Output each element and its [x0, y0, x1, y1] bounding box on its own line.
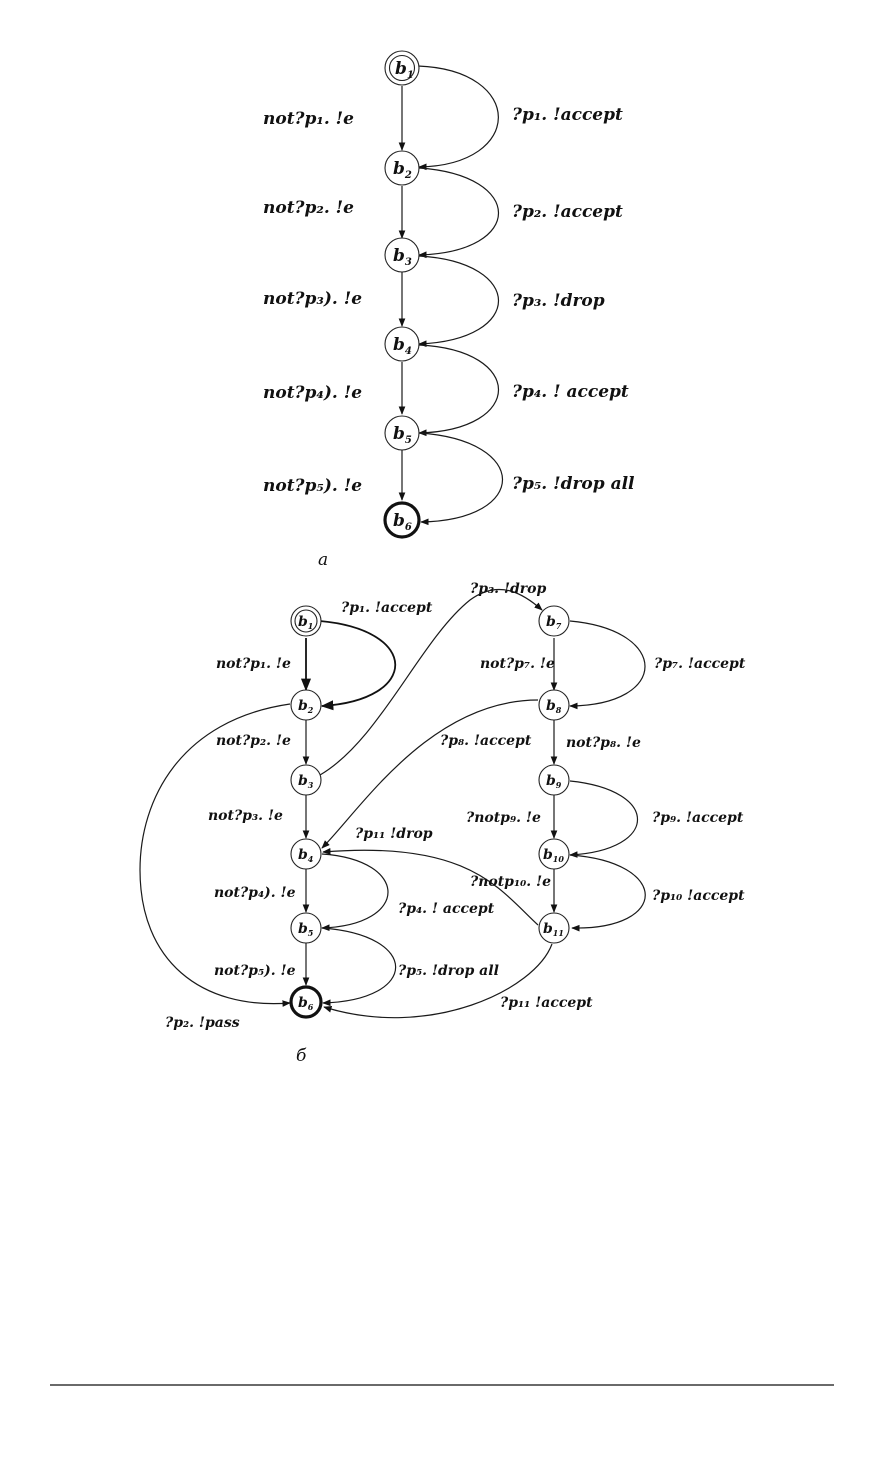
- edge-label-a-7: ?p₂. !accept: [512, 202, 623, 222]
- edge-b-b7-b8-loop: [569, 620, 646, 710]
- node-a-b2: b2: [384, 150, 420, 186]
- edge-label-a-8: ?p₃. !drop: [512, 291, 605, 311]
- edge-b-b11-b6: [323, 943, 553, 1019]
- node-a-b4: b4: [384, 326, 420, 362]
- edge-a-b5-b6-curve: [418, 432, 504, 526]
- edge-label-a-9: ?p₄. ! accept: [512, 382, 629, 402]
- node-b-b9-label: b9: [546, 773, 562, 790]
- node-b-b7: b7: [538, 605, 570, 637]
- node-b-b5: b5: [290, 912, 322, 944]
- edge-label-b-b9-b10: ?notp₉. !e: [466, 810, 541, 826]
- edge-label-b-b7-b8-loop: ?p₇. !accept: [654, 656, 746, 672]
- edge-b-b3-b7: [319, 589, 543, 776]
- diagram-b: b1 b2 b3 b4 b5 b6 b7 b8: [139, 581, 746, 1066]
- node-b-b7-label: b7: [546, 614, 562, 631]
- edge-a-b3-b4-curve: [418, 255, 500, 348]
- node-b-b9: b9: [538, 764, 570, 796]
- edge-label-b-b1-b2: not?p₁. !e: [216, 656, 291, 672]
- edge-b-b4-b5-loop: [321, 853, 389, 932]
- node-a-b6: b6: [383, 501, 421, 539]
- node-a-b6-label: b6: [393, 511, 412, 533]
- edge-a-b4-b5-curve: [418, 344, 500, 437]
- node-b-b1-label: b1: [298, 614, 313, 631]
- node-a-b1-label: b1: [395, 59, 414, 81]
- node-b-b5-label: b5: [298, 921, 314, 938]
- edge-label-b-b8-b9: not?p₈. !e: [566, 735, 641, 751]
- node-b-b2: b2: [290, 689, 322, 721]
- edge-label-b-b11-b4: ?p₁₁ !drop: [355, 826, 433, 842]
- edge-label-b-b2-b3: not?p₂. !e: [216, 733, 291, 749]
- node-a-b3: b3: [384, 237, 420, 273]
- edge-label-a-3: not?p₃). !e: [263, 289, 362, 309]
- node-b-b4: b4: [290, 838, 322, 870]
- node-b-b2-label: b2: [298, 698, 314, 715]
- edge-b-b2-b6: [139, 703, 291, 1007]
- edge-label-b-b11-b6: ?p₁₁ !accept: [500, 995, 593, 1011]
- node-a-b5: b5: [384, 415, 420, 451]
- caption-b: б: [296, 1046, 307, 1066]
- edge-label-a-10: ?p₅. !drop all: [512, 474, 635, 494]
- edge-b-b8-b4: [321, 699, 539, 849]
- edge-b-b1-b2-loop: [319, 620, 396, 711]
- edge-label-b-b9-b10-loop: ?p₉. !accept: [652, 810, 744, 826]
- caption-a: a: [318, 550, 328, 570]
- node-b-b10: b10: [538, 838, 570, 870]
- edge-label-b-b7-b8: not?p₇. !e: [480, 656, 555, 672]
- edge-label-b-b4-b5: not?p₄). !e: [214, 885, 296, 901]
- edge-label-a-4: not?p₄). !e: [263, 383, 362, 403]
- edge-label-b-b10-b11-loop: ?p₁₀ !accept: [652, 888, 745, 904]
- edge-label-b-b10-b11: ?notp₁₀. !e: [470, 874, 551, 890]
- node-a-b4-label: b4: [393, 335, 412, 357]
- edge-label-b-b3-b7: ?p₃. !drop: [470, 581, 547, 597]
- node-a-b3-label: b3: [393, 246, 412, 268]
- node-b-b11-label: b11: [543, 921, 564, 938]
- node-b-b10-label: b10: [543, 847, 564, 864]
- node-b-b8-label: b8: [546, 698, 562, 715]
- node-a-b1: b1: [384, 50, 420, 86]
- edge-b-b9-b10-loop: [569, 780, 639, 858]
- edge-label-b-b5-b6-loop: ?p₅. !drop all: [398, 963, 499, 979]
- node-a-b2-label: b2: [393, 159, 412, 181]
- edge-label-b-b3-b4: not?p₃. !e: [208, 808, 283, 824]
- edge-label-b-b8-b4: ?p₈. !accept: [440, 733, 532, 749]
- edge-b-b10-b11-loop: [569, 854, 646, 932]
- edge-label-b-b1-b2-loop: ?p₁. !accept: [341, 600, 433, 616]
- node-b-b1: b1: [290, 605, 322, 637]
- node-a-b5-label: b5: [393, 424, 412, 446]
- edge-a-b1-b2-curve: [417, 65, 499, 171]
- diagram-a: b1 b2 b3 b4 b5 b6 not?p₁. !e not?p₂. !e …: [263, 50, 635, 570]
- node-b-b3-label: b3: [298, 773, 314, 790]
- edge-label-b-b5-b6: not?p₅). !e: [214, 963, 296, 979]
- node-b-b6-label: b6: [298, 995, 314, 1012]
- edge-label-b-b2-b6: ?p₂. !pass: [165, 1015, 240, 1031]
- node-b-b3: b3: [290, 764, 322, 796]
- edge-label-a-5: not?p₅). !e: [263, 476, 362, 496]
- node-b-b4-label: b4: [298, 847, 314, 864]
- edge-label-b-b4-b5-loop: ?p₄. ! accept: [398, 901, 495, 917]
- edge-a-b2-b3-curve: [418, 167, 500, 259]
- edge-label-a-1: not?p₁. !e: [263, 109, 354, 129]
- edge-b-b5-b6-loop: [321, 927, 396, 1007]
- node-b-b8: b8: [538, 689, 570, 721]
- edge-label-a-2: not?p₂. !e: [263, 198, 354, 218]
- node-b-b6: b6: [289, 985, 323, 1019]
- edge-label-a-6: ?p₁. !accept: [512, 105, 623, 125]
- edge-b-b11-b4: [322, 848, 539, 926]
- node-b-b11: b11: [538, 912, 570, 944]
